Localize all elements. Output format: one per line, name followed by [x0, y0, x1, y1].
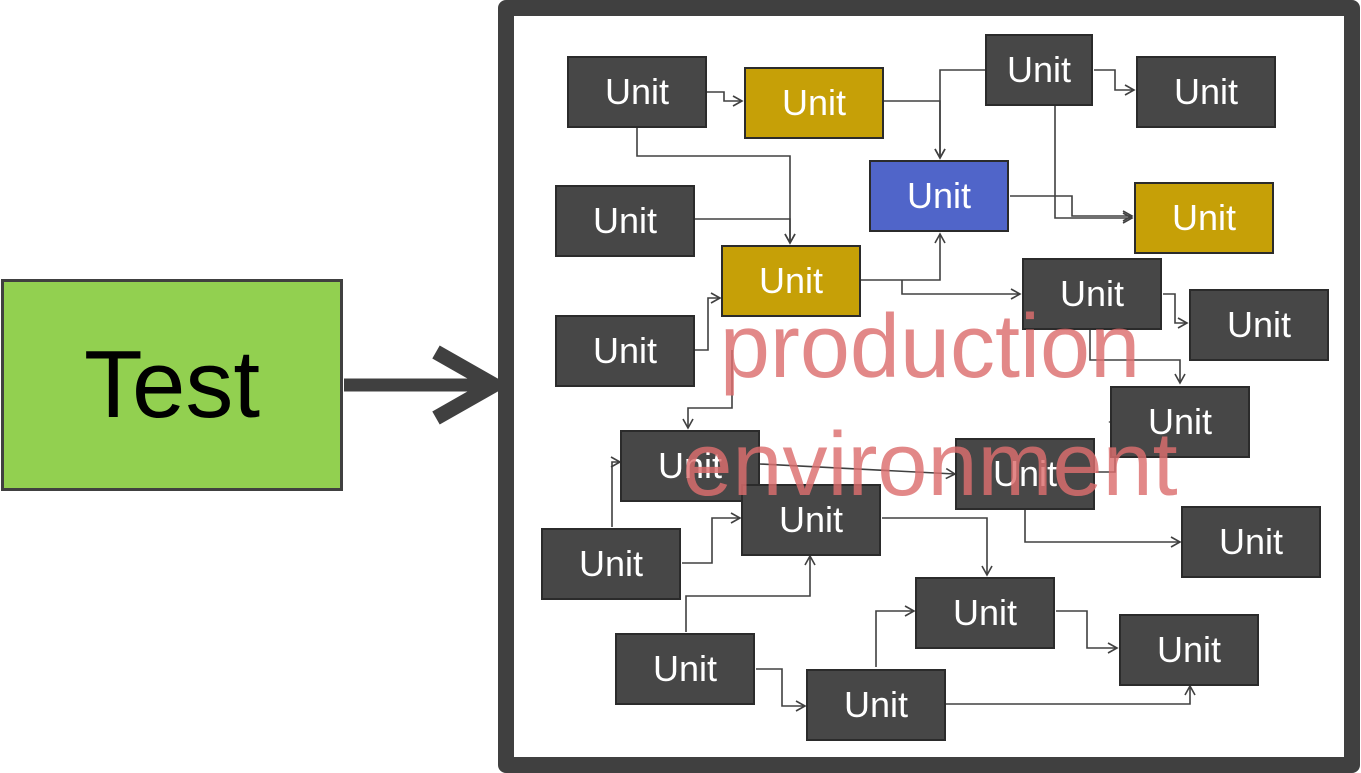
unit-node: Unit [985, 34, 1093, 106]
unit-label: Unit [592, 200, 658, 241]
test-box: Test [1, 279, 343, 491]
unit-node: Unit [955, 438, 1095, 510]
unit-label: Unit [1147, 401, 1213, 442]
unit-node: Unit [1110, 386, 1250, 458]
unit-node: Unit [620, 430, 760, 502]
unit-label: Unit [843, 684, 909, 725]
unit-label: Unit [992, 453, 1058, 494]
unit-label: Unit [781, 82, 847, 123]
unit-label: Unit [758, 260, 824, 301]
unit-label: Unit [1059, 273, 1125, 314]
unit-label: Unit [1226, 304, 1292, 345]
unit-label: Unit [1218, 521, 1284, 562]
unit-node: Unit [915, 577, 1055, 649]
unit-label: Unit [604, 71, 670, 112]
unit-node: Unit [806, 669, 946, 741]
unit-node: Unit [555, 315, 695, 387]
unit-node: Unit [1181, 506, 1321, 578]
unit-node: Unit [567, 56, 707, 128]
unit-label: Unit [952, 592, 1018, 633]
unit-node: Unit [1136, 56, 1276, 128]
unit-label: Unit [1173, 71, 1239, 112]
unit-node: Unit [1189, 289, 1329, 361]
unit-label: Unit [1171, 197, 1237, 238]
unit-node: Unit [1134, 182, 1274, 254]
unit-node: Unit [744, 67, 884, 139]
unit-label: Unit [1006, 49, 1072, 90]
unit-label: Unit [578, 543, 644, 584]
unit-node: Unit [615, 633, 755, 705]
unit-node: Unit [721, 245, 861, 317]
unit-node: Unit [741, 484, 881, 556]
test-to-production-arrow [344, 345, 504, 425]
unit-label: Unit [592, 330, 658, 371]
unit-node: Unit [1022, 258, 1162, 330]
unit-label: Unit [1156, 629, 1222, 670]
unit-node: Unit [541, 528, 681, 600]
unit-node: Unit [869, 160, 1009, 232]
unit-node: Unit [1119, 614, 1259, 686]
unit-label: Unit [778, 499, 844, 540]
unit-label: Unit [657, 445, 723, 486]
test-label: Test [83, 331, 261, 438]
unit-node: Unit [555, 185, 695, 257]
unit-label: Unit [652, 648, 718, 689]
unit-label: Unit [906, 175, 972, 216]
